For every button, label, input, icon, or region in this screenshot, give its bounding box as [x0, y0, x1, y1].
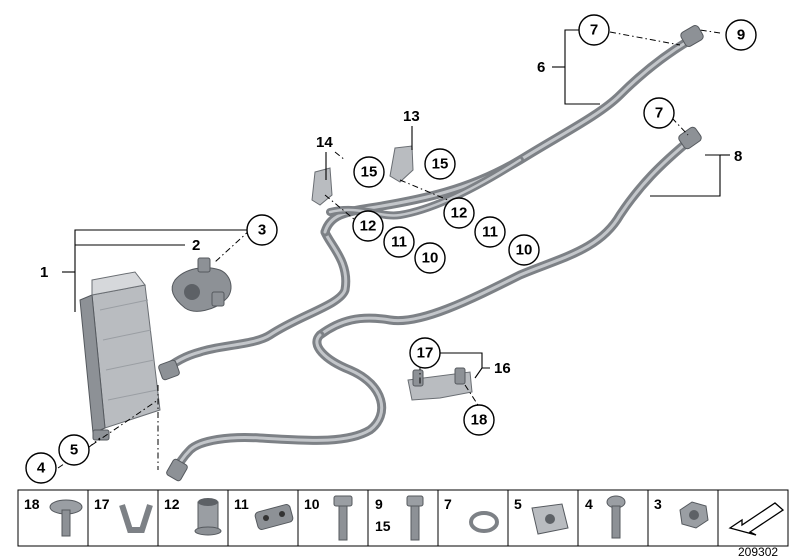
- legend-cell-7: 7: [437, 489, 509, 547]
- svg-text:10: 10: [304, 496, 320, 512]
- svg-text:17: 17: [417, 345, 434, 362]
- callout-14: 14: [316, 134, 333, 151]
- svg-text:3: 3: [258, 222, 266, 239]
- callout-12-left: 12: [352, 210, 384, 242]
- svg-text:18: 18: [471, 412, 488, 429]
- svg-text:9: 9: [737, 27, 745, 44]
- legend-cell-3: 3: [647, 489, 719, 547]
- brackets: [311, 145, 414, 206]
- thermostat-housing: [171, 257, 232, 312]
- svg-text:12: 12: [360, 218, 377, 235]
- svg-text:11: 11: [482, 224, 498, 241]
- svg-text:5: 5: [514, 496, 522, 512]
- callout-12-right: 12: [443, 197, 475, 229]
- callout-1: 1: [40, 264, 48, 281]
- direction-arrow-icon: [728, 502, 785, 536]
- callout-2: 2: [192, 237, 200, 254]
- svg-text:10: 10: [516, 242, 533, 259]
- callouts: 1 2 3 4 5 6 7 7 8 9 10 10 11 11 12 12 13…: [25, 14, 757, 484]
- callout-3: 3: [246, 214, 278, 246]
- callout-10-left: 10: [414, 242, 446, 274]
- svg-text:5: 5: [70, 442, 78, 459]
- callout-4: 4: [25, 452, 57, 484]
- callout-8: 8: [734, 148, 742, 165]
- svg-text:15: 15: [361, 164, 378, 181]
- legend-cell-5: 5: [507, 489, 579, 547]
- oil-cooler: [79, 271, 161, 441]
- oil-lines: [158, 25, 704, 482]
- svg-text:17: 17: [94, 496, 110, 512]
- svg-text:7: 7: [444, 496, 452, 512]
- legend-cell-17: 17: [87, 489, 159, 547]
- callout-11-right: 11: [474, 216, 506, 248]
- callout-18: 18: [463, 404, 495, 436]
- callout-6: 6: [537, 59, 545, 76]
- callout-7-upper: 7: [578, 14, 610, 46]
- callout-15-right: 15: [424, 148, 456, 180]
- svg-text:18: 18: [24, 496, 40, 512]
- legend-cell-10: 10: [297, 489, 369, 547]
- svg-text:11: 11: [391, 234, 407, 251]
- callout-5: 5: [58, 434, 90, 466]
- legend-cell-4: 4: [577, 489, 649, 547]
- svg-text:4: 4: [37, 460, 46, 477]
- callout-13: 13: [403, 108, 420, 125]
- svg-text:12: 12: [451, 205, 468, 222]
- legend-cell-18: 18: [17, 489, 89, 547]
- callout-16: 16: [494, 360, 511, 377]
- svg-text:12: 12: [164, 496, 180, 512]
- callout-9: 9: [725, 19, 757, 51]
- legend-cell-11: 11: [227, 489, 299, 547]
- callout-15-left: 15: [353, 156, 385, 188]
- svg-text:9: 9: [375, 496, 383, 512]
- callout-10-right: 10: [508, 234, 540, 266]
- holder-bracket: [407, 367, 473, 401]
- callout-11-left: 11: [383, 226, 415, 258]
- legend-cell-9-15: 9 15: [367, 489, 439, 547]
- reference-number: 209302: [738, 545, 778, 559]
- svg-text:7: 7: [590, 22, 598, 39]
- svg-text:15: 15: [432, 156, 449, 173]
- callout-17: 17: [409, 337, 441, 369]
- svg-text:3: 3: [654, 496, 662, 512]
- svg-text:10: 10: [422, 250, 439, 267]
- svg-text:11: 11: [234, 496, 249, 512]
- leader-lines: [57, 29, 730, 470]
- callout-7-lower: 7: [643, 97, 675, 129]
- legend-cell-12: 12: [157, 489, 229, 547]
- legend-cell-arrow: [717, 489, 789, 547]
- svg-text:15: 15: [375, 518, 391, 534]
- svg-text:4: 4: [585, 496, 593, 512]
- legend-strip: 18 17 12 11 10: [17, 489, 789, 547]
- svg-text:7: 7: [655, 105, 663, 122]
